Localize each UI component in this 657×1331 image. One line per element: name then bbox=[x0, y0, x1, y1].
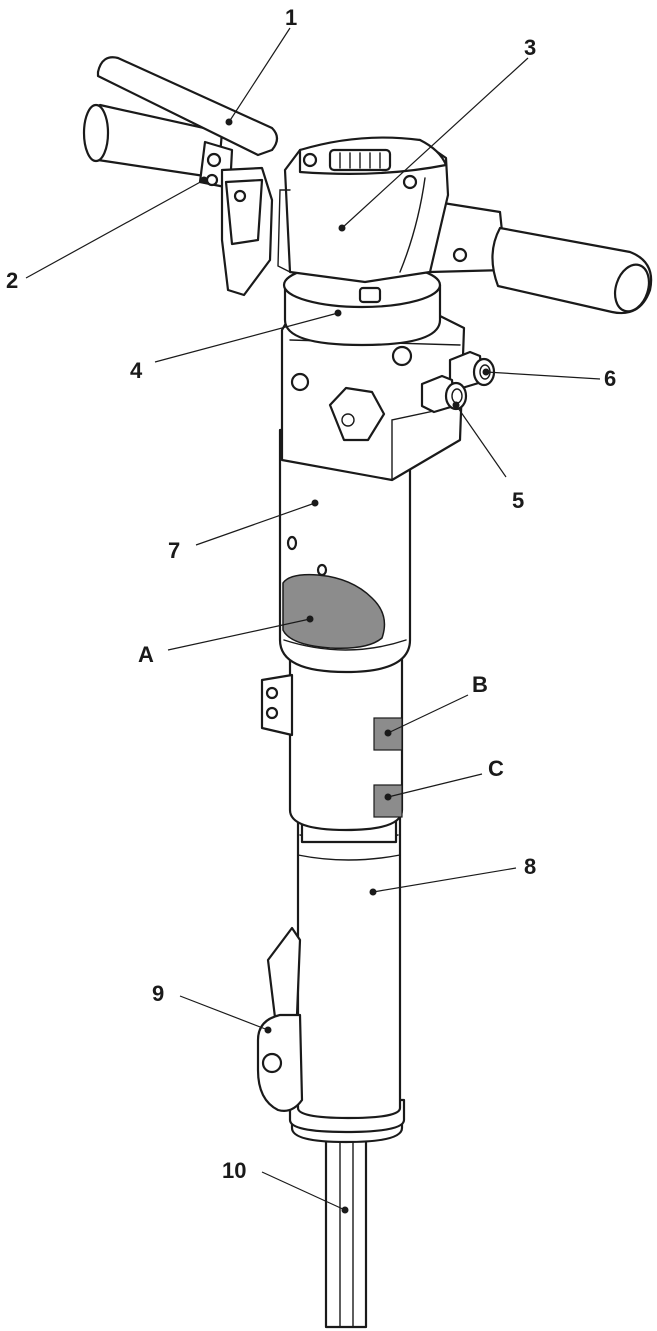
callout-9: 9 bbox=[152, 981, 164, 1006]
trigger-lever bbox=[96, 56, 279, 297]
label-patch-c bbox=[373, 784, 403, 818]
callout-a: A bbox=[138, 642, 154, 667]
lower-cylinder bbox=[288, 648, 404, 832]
side-bracket bbox=[260, 673, 294, 737]
callout-1: 1 bbox=[285, 5, 297, 30]
leader-lines bbox=[25, 27, 601, 1214]
callout-3: 3 bbox=[524, 35, 536, 60]
callout-10: 10 bbox=[222, 1158, 246, 1183]
callout-labels: 1 2 3 4 5 6 7 A B C 8 9 10 bbox=[6, 5, 616, 1183]
callout-c: C bbox=[488, 756, 504, 781]
callout-5: 5 bbox=[512, 488, 524, 513]
callout-7: 7 bbox=[168, 538, 180, 563]
left-grip bbox=[82, 103, 234, 190]
callout-4: 4 bbox=[130, 358, 143, 383]
callout-b: B bbox=[472, 672, 488, 697]
fitting-5 bbox=[420, 374, 468, 414]
callout-6: 6 bbox=[604, 366, 616, 391]
callout-2: 2 bbox=[6, 268, 18, 293]
chisel-bit bbox=[324, 1133, 368, 1329]
main-cylinder bbox=[278, 428, 412, 674]
retainer-latch bbox=[256, 926, 304, 1112]
label-patch-a bbox=[282, 573, 386, 650]
callout-8: 8 bbox=[524, 854, 536, 879]
central-cover bbox=[277, 136, 450, 284]
right-grip bbox=[422, 198, 653, 315]
